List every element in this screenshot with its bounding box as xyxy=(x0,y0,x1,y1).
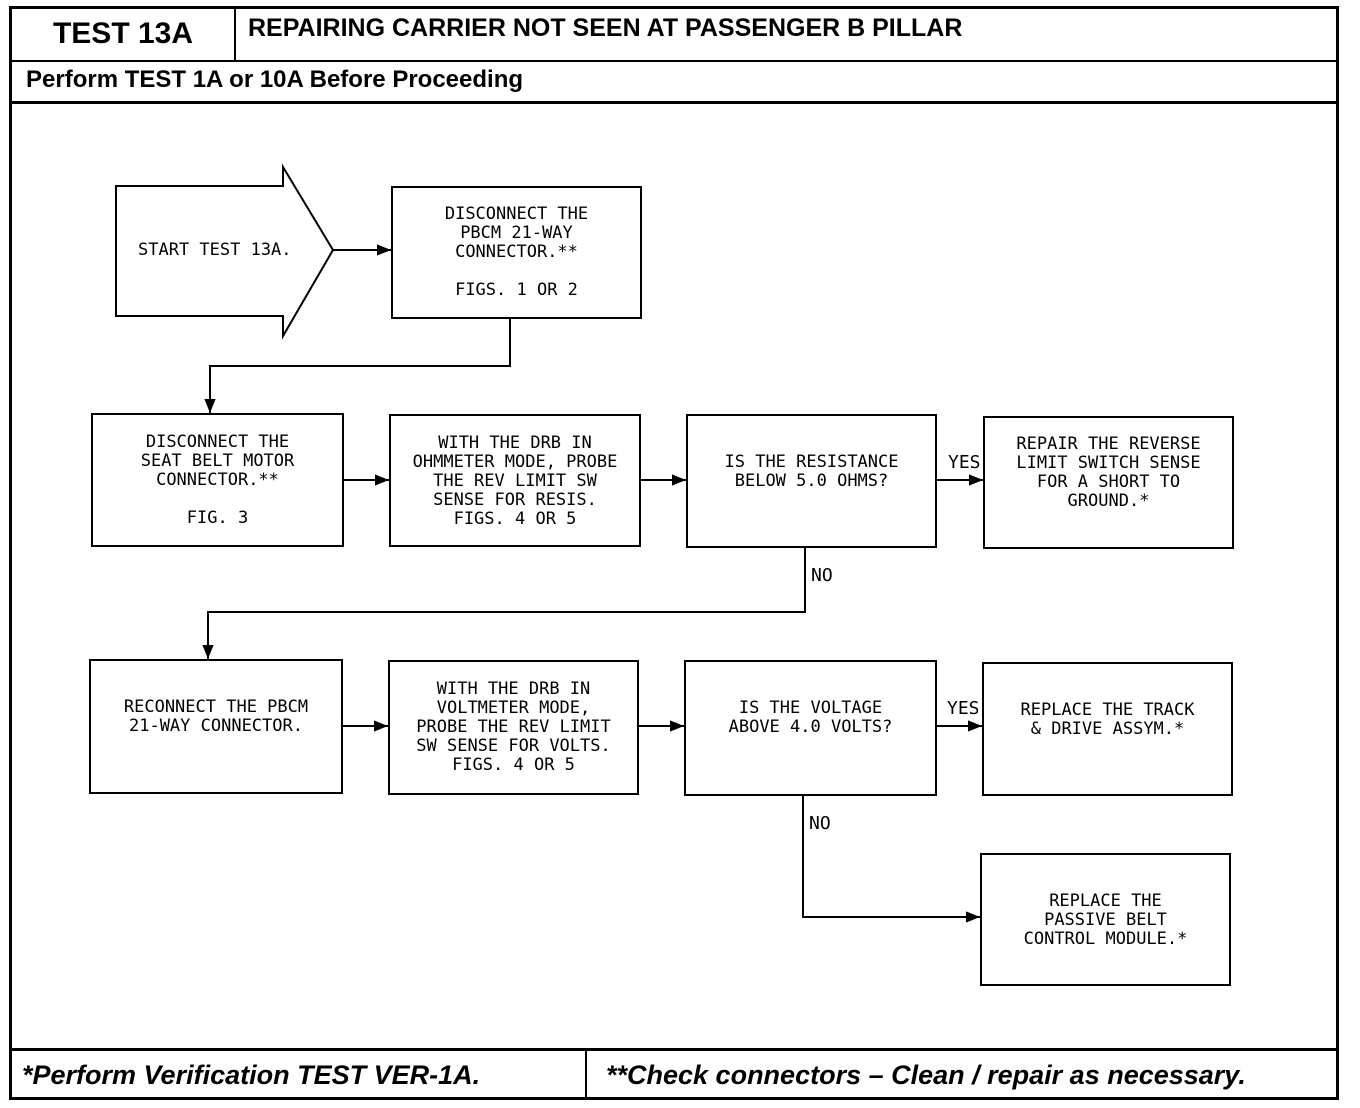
footer-split xyxy=(585,1048,587,1100)
question-resistance: IS THE RESISTANCE BELOW 5.0 OHMS? xyxy=(686,414,937,548)
arrow-step1-to-step2 xyxy=(204,318,511,413)
subtitle-divider xyxy=(9,101,1339,104)
label-no-resistance: NO xyxy=(811,565,833,586)
step-disconnect-pbcm-text: DISCONNECT THE PBCM 21-WAY CONNECTOR.** xyxy=(444,204,589,262)
result-replace-control-module: REPLACE THE PASSIVE BELT CONTROL MODULE.… xyxy=(980,853,1231,986)
step-reconnect-pbcm-text: RECONNECT THE PBCM 21-WAY CONNECTOR. xyxy=(123,697,309,736)
step-disconnect-pbcm: DISCONNECT THE PBCM 21-WAY CONNECTOR.** … xyxy=(391,186,642,319)
step-voltmeter-probe: WITH THE DRB IN VOLTMETER MODE, PROBE TH… xyxy=(388,660,639,795)
result-replace-control-module-text: REPLACE THE PASSIVE BELT CONTROL MODULE.… xyxy=(1023,891,1188,949)
step-ohmmeter-probe: WITH THE DRB IN OHMMETER MODE, PROBE THE… xyxy=(389,414,641,547)
question-resistance-text: IS THE RESISTANCE BELOW 5.0 OHMS? xyxy=(724,452,899,491)
step-disconnect-seat-belt-motor-text: DISCONNECT THE SEAT BELT MOTOR CONNECTOR… xyxy=(140,432,295,490)
arrow-question1-no xyxy=(202,547,806,659)
label-no-voltage: NO xyxy=(809,813,831,834)
step-ohmmeter-probe-text: WITH THE DRB IN OHMMETER MODE, PROBE THE… xyxy=(412,433,618,529)
footer-verification-note: *Perform Verification TEST VER-1A. xyxy=(22,1059,481,1090)
label-yes-resistance: YES xyxy=(948,452,981,473)
footer-divider xyxy=(9,1048,1339,1051)
result-repair-reverse-limit-switch-text: REPAIR THE REVERSE LIMIT SWITCH SENSE FO… xyxy=(1016,434,1201,511)
question-voltage: IS THE VOLTAGE ABOVE 4.0 VOLTS? xyxy=(684,660,937,796)
page-frame xyxy=(9,6,1339,1100)
step-reconnect-pbcm: RECONNECT THE PBCM 21-WAY CONNECTOR. xyxy=(89,659,343,794)
question-voltage-text: IS THE VOLTAGE ABOVE 4.0 VOLTS? xyxy=(728,698,893,737)
step-disconnect-seat-belt-motor: DISCONNECT THE SEAT BELT MOTOR CONNECTOR… xyxy=(91,413,344,547)
arrow-question2-no xyxy=(802,795,980,923)
step-disconnect-seat-belt-motor-ref: FIG. 3 xyxy=(186,508,249,528)
page-title: REPAIRING CARRIER NOT SEEN AT PASSENGER … xyxy=(248,14,963,42)
result-repair-reverse-limit-switch: REPAIR THE REVERSE LIMIT SWITCH SENSE FO… xyxy=(983,416,1234,549)
header-divider xyxy=(9,60,1339,62)
step-voltmeter-probe-text: WITH THE DRB IN VOLTMETER MODE, PROBE TH… xyxy=(416,679,611,775)
start-label: START TEST 13A. xyxy=(138,240,292,260)
start-arrow-shape xyxy=(115,163,335,340)
step-disconnect-pbcm-ref: FIGS. 1 OR 2 xyxy=(455,280,578,300)
prerequisite-note: Perform TEST 1A or 10A Before Proceeding xyxy=(26,66,524,93)
result-replace-track-drive: REPLACE THE TRACK & DRIVE ASSYM.* xyxy=(982,662,1233,796)
label-yes-voltage: YES xyxy=(947,698,980,719)
result-replace-track-drive-text: REPLACE THE TRACK & DRIVE ASSYM.* xyxy=(1020,700,1195,739)
footer-connector-note: **Check connectors – Clean / repair as n… xyxy=(606,1059,1246,1090)
header-id-divider xyxy=(234,6,236,62)
test-id: TEST 13A xyxy=(52,17,194,50)
